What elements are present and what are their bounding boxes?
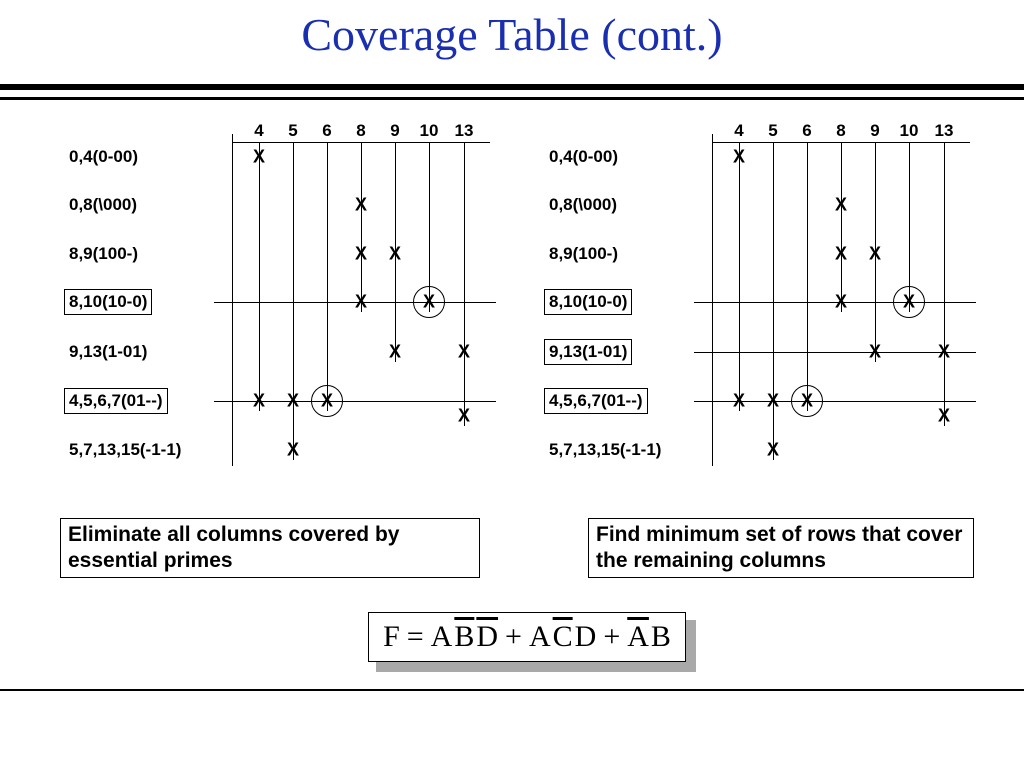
formula-equals: = [406,620,424,653]
row-label: 9,13(1-01) [69,342,148,361]
cover-mark: X [732,390,746,411]
cover-mark: X [457,341,471,362]
row-label: 0,4(0-00) [549,147,618,166]
cover-mark: X [732,146,746,167]
cover-mark: X [834,291,848,312]
column-line-5 [293,142,294,460]
column-header-6: 6 [322,121,332,140]
column-header-10: 10 [419,121,439,140]
cover-mark: X [252,390,266,411]
note-minimum-rows: Find minimum set of rows that cover the … [588,518,974,578]
column-header-5: 5 [288,121,298,140]
column-header-6: 6 [802,121,812,140]
formula-plus: + [505,620,522,653]
cover-mark: X [457,405,471,425]
cover-mark: X [388,243,402,264]
cover-mark: X [354,194,368,215]
row-label: 8,9(100-) [69,244,138,263]
column-line-13 [464,142,465,426]
cover-mark: X [868,243,882,264]
column-line-9 [875,142,876,362]
formula-literal: B [454,620,475,653]
column-line-10 [909,142,910,312]
row-strike-line [694,401,976,402]
title-rule-thin [0,97,1024,100]
formula-literal: B [650,620,671,653]
column-header-9: 9 [390,121,400,140]
formula-literal: A [627,620,649,653]
formula-literal: D [476,620,499,653]
row-label: 4,5,6,7(01--) [64,388,168,414]
row-label: 0,8(\000) [69,195,138,214]
title-rule-thick [0,84,1024,90]
column-line-5 [773,142,774,460]
column-line-8 [841,142,842,312]
cover-mark: X [286,439,300,460]
column-header-13: 13 [454,121,474,140]
column-line-10 [429,142,430,312]
row-strike-line [214,401,496,402]
formula-literal: D [574,620,597,653]
column-header-4: 4 [734,121,744,140]
column-header-13: 13 [934,121,954,140]
column-line-6 [327,142,328,411]
row-label: 8,9(100-) [549,244,618,263]
cover-mark: X [937,341,951,362]
cover-mark: X [286,390,300,411]
cover-mark: X [766,390,780,411]
column-line-4 [739,142,740,411]
formula-lhs: F [383,620,400,653]
essential-circle [893,286,925,318]
formula-plus: + [603,620,621,653]
essential-circle [311,385,343,417]
column-header-8: 8 [356,121,366,140]
row-label: 0,4(0-00) [69,147,138,166]
table-left-border [232,134,233,466]
column-header-10: 10 [899,121,919,140]
cover-mark: X [252,146,266,167]
column-line-8 [361,142,362,312]
column-line-13 [944,142,945,426]
row-strike-line [694,302,976,303]
page-title: Coverage Table (cont.) [301,9,723,60]
row-label: 0,8(\000) [549,195,618,214]
cover-mark: X [834,243,848,264]
cover-mark: X [354,243,368,264]
column-header-5: 5 [768,121,778,140]
row-label: 5,7,13,15(-1-1) [69,440,182,459]
formula-literal: A [430,620,453,653]
cover-mark: X [937,405,951,425]
row-label: 5,7,13,15(-1-1) [549,440,662,459]
column-line-9 [395,142,396,362]
footer-rule [0,689,1024,691]
formula-literal: C [552,620,573,653]
row-label: 4,5,6,7(01--) [544,388,648,414]
column-header-8: 8 [836,121,846,140]
cover-mark: X [388,341,402,362]
formula-literal: A [528,620,551,653]
column-header-9: 9 [870,121,880,140]
essential-circle [791,385,823,417]
cover-mark: X [868,341,882,362]
essential-circle [413,286,445,318]
row-strike-line [214,302,496,303]
column-header-4: 4 [254,121,264,140]
column-line-4 [259,142,260,411]
coverage-table-right: 4 5 6 8 9 10 13 0,4(0-00) 0,8(\000) 8,9(100-) 8,10… [544,112,1024,482]
row-label: 8,10(10-0) [64,289,153,315]
note-eliminate-columns: Eliminate all columns covered by essenti… [60,518,480,578]
column-line-6 [807,142,808,411]
row-label: 9,13(1-01) [544,339,633,365]
cover-mark: X [834,194,848,215]
coverage-table-left: 4 5 6 8 9 10 13 0,4(0-00) 0,8(\000) 8,9(100-) 8,10… [64,112,544,482]
cover-mark: X [766,439,780,460]
row-strike-line [694,352,976,353]
table-left-border [712,134,713,466]
row-label: 8,10(10-0) [544,289,633,315]
cover-mark: X [354,291,368,312]
